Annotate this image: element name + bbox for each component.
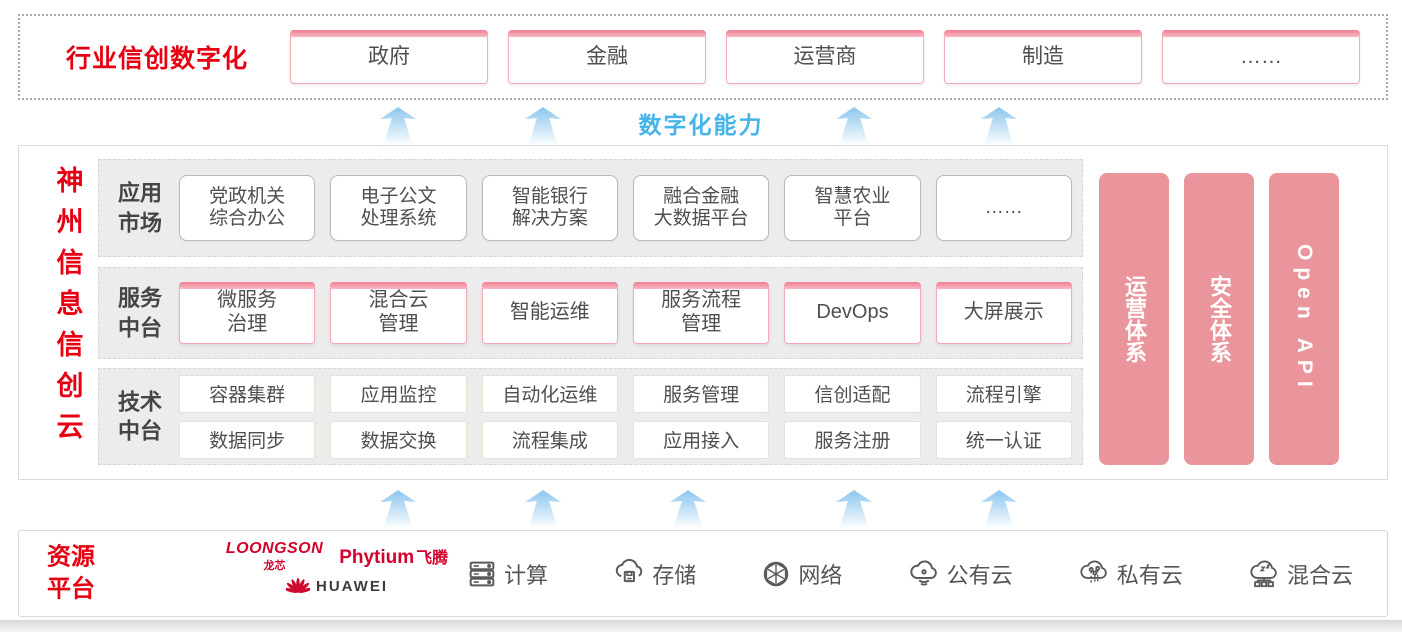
- tech-box: 服务注册: [784, 420, 921, 459]
- resource-platform-title: 资源 平台: [47, 543, 95, 603]
- up-arrow-icon: [836, 490, 872, 528]
- resource-public-cloud: 公有云: [906, 557, 1013, 591]
- tech-row: 数据同步 数据交换 流程集成 应用接入 服务注册 统一认证: [179, 420, 1072, 459]
- resource-platform-panel: 资源 平台 LOONGSON 龙芯 Phytium 飞腾: [18, 530, 1388, 617]
- band-label: 服务 中台: [117, 285, 162, 340]
- tech-box: 统一认证: [935, 420, 1072, 459]
- vendor-logos: LOONGSON 龙芯 Phytium 飞腾: [197, 540, 477, 595]
- tech-box: 应用监控: [330, 374, 467, 413]
- band-tech-platform: 技术 中台 容器集群 应用监控 自动化运维 服务管理 信创适配 流程引擎 数据同…: [98, 368, 1083, 465]
- resource-compute: 计算: [465, 557, 548, 591]
- up-arrow-icon: [981, 490, 1017, 528]
- band-items: 微服务 治理 混合云 管理 智能运维 服务流程 管理 DevOps 大屏展示: [179, 268, 1073, 358]
- app-box: 电子公文 处理系统: [330, 175, 467, 241]
- resource-private-cloud: 私有云: [1076, 557, 1183, 591]
- industry-box-finance: 金融: [508, 30, 706, 84]
- band-service-platform: 服务 中台 微服务 治理 混合云 管理 智能运维 服务流程 管理 DevOps …: [98, 267, 1083, 359]
- tech-box: 流程引擎: [935, 374, 1072, 413]
- industry-band: 行业信创数字化 政府 金融 运营商 制造 ……: [18, 14, 1388, 100]
- storage-cloud-icon: [611, 557, 647, 591]
- industry-box-operator: 运营商: [726, 30, 924, 84]
- app-box: 智能银行 解决方案: [481, 175, 618, 241]
- up-arrow-icon: [525, 490, 561, 528]
- tech-box: 数据交换: [330, 420, 467, 459]
- hybrid-cloud-icon: [1246, 557, 1282, 591]
- app-box-more: ……: [935, 175, 1072, 241]
- industry-box-government: 政府: [290, 30, 488, 84]
- capability-label: 数字化能力: [638, 112, 764, 138]
- platform-vertical-title: 神州信息信创云: [52, 166, 83, 453]
- service-box: 微服务 治理: [179, 282, 316, 344]
- public-cloud-icon: [906, 557, 942, 591]
- band-items: 容器集群 应用监控 自动化运维 服务管理 信创适配 流程引擎 数据同步 数据交换…: [179, 369, 1072, 464]
- pillar-open-api: Open API: [1269, 173, 1339, 465]
- tech-box: 应用接入: [632, 420, 770, 459]
- phytium-logo: Phytium 飞腾: [339, 547, 449, 568]
- huawei-flower-icon: [286, 577, 310, 593]
- service-box: DevOps: [784, 282, 921, 344]
- resource-items: 计算 存储: [465, 531, 1353, 616]
- bottom-divider: [0, 620, 1402, 632]
- cloud-platform-panel: 神州信息信创云 应用 市场 党政机关 综合办公 电子公文 处理系统 智能银行 解…: [18, 145, 1388, 480]
- app-box: 党政机关 综合办公: [179, 175, 316, 241]
- industry-band-title: 行业信创数字化: [66, 45, 249, 73]
- app-box: 融合金融 大数据平台: [632, 175, 770, 241]
- up-arrow-icon: [380, 490, 416, 528]
- industry-box-more: ……: [1162, 30, 1360, 84]
- up-arrow-icon: [670, 490, 706, 528]
- server-icon: [465, 557, 499, 591]
- band-label: 技术 中台: [117, 388, 162, 444]
- tech-box: 容器集群: [179, 374, 316, 413]
- pillar-security-system: 安全体系: [1184, 173, 1254, 465]
- tech-box: 数据同步: [179, 420, 316, 459]
- loongson-logo: LOONGSON 龙芯: [225, 540, 324, 572]
- service-box: 大屏展示: [935, 282, 1073, 344]
- tech-box: 信创适配: [784, 374, 921, 413]
- resource-hybrid-cloud: 混合云: [1246, 557, 1353, 591]
- huawei-logo: HUAWEI: [197, 577, 477, 595]
- industry-row: 政府 金融 运营商 制造 ……: [290, 30, 1360, 84]
- band-items: 党政机关 综合办公 电子公文 处理系统 智能银行 解决方案 融合金融 大数据平台…: [179, 160, 1072, 256]
- resource-network: 网络: [759, 557, 842, 591]
- network-globe-icon: [759, 557, 793, 591]
- service-box: 混合云 管理: [330, 282, 467, 344]
- band-label: 应用 市场: [117, 180, 162, 235]
- band-app-market: 应用 市场 党政机关 综合办公 电子公文 处理系统 智能银行 解决方案 融合金融…: [98, 159, 1083, 257]
- industry-box-manufacturing: 制造: [944, 30, 1142, 84]
- tech-row: 容器集群 应用监控 自动化运维 服务管理 信创适配 流程引擎: [179, 374, 1072, 413]
- pillar-operations-system: 运营体系: [1099, 173, 1169, 465]
- tech-box: 服务管理: [632, 374, 770, 413]
- service-box: 服务流程 管理: [632, 282, 770, 344]
- service-box: 智能运维: [481, 282, 619, 344]
- resource-storage: 存储: [611, 557, 696, 591]
- app-box: 智慧农业 平台: [784, 175, 921, 241]
- tech-box: 流程集成: [481, 420, 618, 459]
- private-cloud-icon: [1076, 557, 1112, 591]
- tech-box: 自动化运维: [481, 374, 618, 413]
